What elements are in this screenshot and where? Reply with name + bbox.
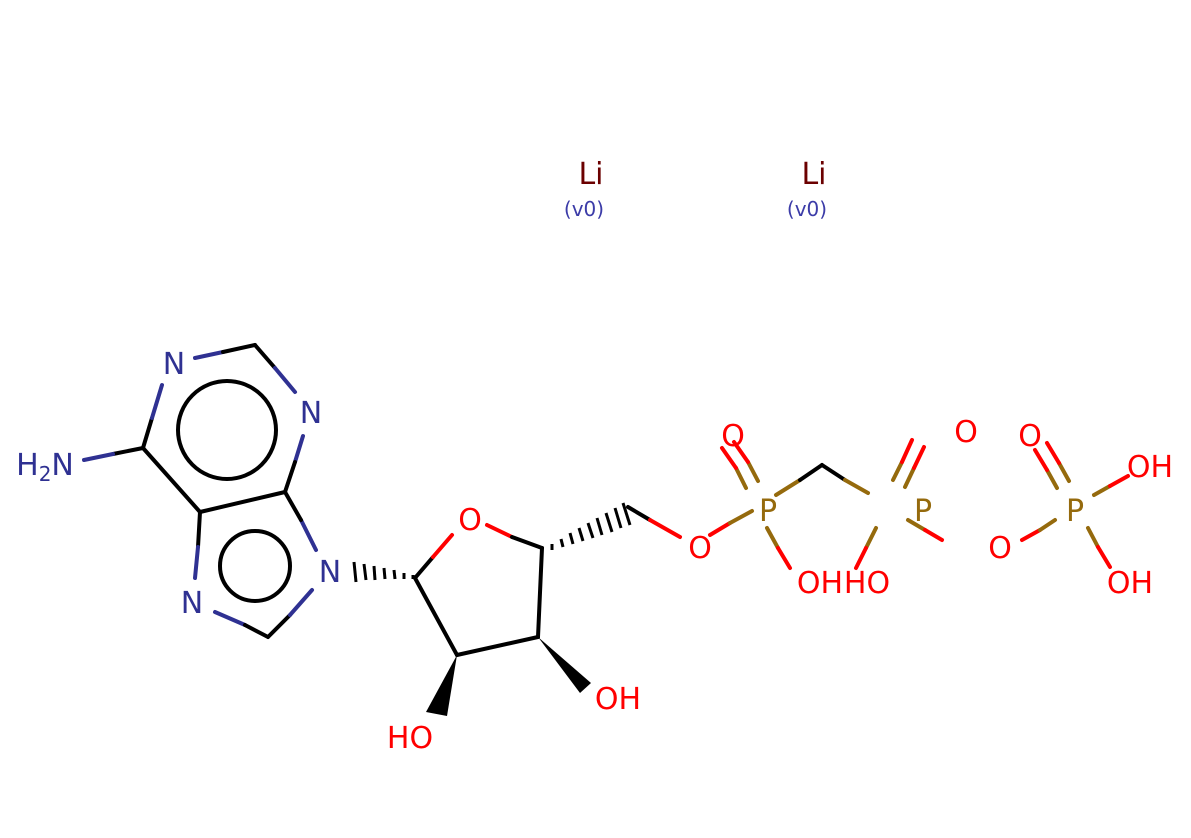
atom-p-beta: P xyxy=(913,494,933,529)
amino-bond xyxy=(82,446,145,462)
atom-p-gamma-oh-right: OH xyxy=(1126,450,1174,485)
atom-p-beta-oxo: O xyxy=(954,415,978,450)
atom-p-alpha-oxo: O xyxy=(721,419,745,454)
lithium-ion-2-valence: (v0) xyxy=(786,197,828,221)
atom-o5: O xyxy=(688,531,712,566)
atom-n7: N xyxy=(180,586,204,621)
atom-p-alpha-oh: OH xyxy=(796,566,844,601)
phosphate-gamma-bonds xyxy=(1033,441,1130,569)
phosphate-chain-bonds xyxy=(708,438,1057,570)
atom-p-alpha: P xyxy=(758,494,778,529)
amino-group-label: H2N xyxy=(16,448,74,487)
atom-p-beta-oh: HO xyxy=(843,566,891,601)
atom-ho-c2: HO xyxy=(386,721,434,756)
atom-n1: N xyxy=(162,347,186,382)
lithium-ion-1: Li xyxy=(578,157,604,192)
ribose-ring-bonds xyxy=(413,523,544,657)
purine-six-ring-bonds xyxy=(141,343,305,514)
atom-o4-ring-oxygen: O xyxy=(458,503,482,538)
hashed-wedge-n9-c1 xyxy=(352,561,415,583)
hashed-wedge-c4-c5 xyxy=(550,502,632,550)
atom-p-gamma: P xyxy=(1065,494,1085,529)
solid-wedge-c2-oh xyxy=(426,655,457,716)
lithium-ion-2: Li xyxy=(801,157,827,192)
c5-o5-bond xyxy=(626,505,682,539)
solid-wedge-c3-oh xyxy=(538,637,591,693)
imidazole-ring-bonds xyxy=(193,490,318,639)
atom-bridge-oxygen: O xyxy=(988,531,1012,566)
atom-n9: N xyxy=(318,555,342,590)
atom-p-gamma-oxo: O xyxy=(1018,419,1042,454)
lithium-ion-1-valence: (v0) xyxy=(563,197,605,221)
atom-oh-c3: OH xyxy=(594,682,642,717)
atom-n3: N xyxy=(299,396,323,431)
atom-p-gamma-oh-bottom: OH xyxy=(1106,566,1154,601)
